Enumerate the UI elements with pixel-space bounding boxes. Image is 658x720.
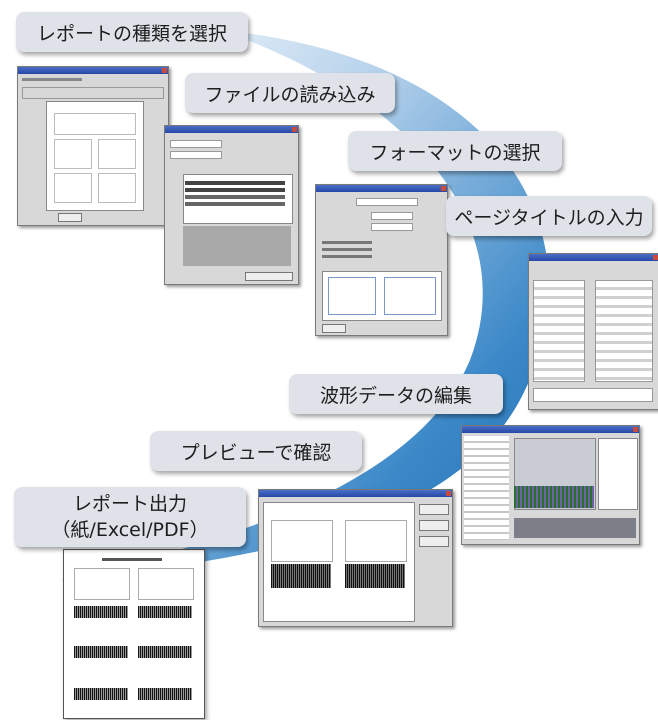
report-type-screenshot xyxy=(17,66,169,226)
waveform-edit-screenshot xyxy=(461,425,640,545)
step-select-report-type: レポートの種類を選択 xyxy=(16,12,248,52)
step-report-output-label: レポート出力 xyxy=(72,493,187,515)
step-report-output: レポート出力 （紙/Excel/PDF） xyxy=(14,487,246,547)
preview-screenshot xyxy=(258,489,453,627)
step-input-page-title: ページタイトルの入力 xyxy=(446,196,652,236)
format-select-screenshot xyxy=(315,184,448,336)
step-report-output-formats: （紙/Excel/PDF） xyxy=(51,519,209,541)
page-title-screenshot xyxy=(528,253,658,410)
file-load-screenshot xyxy=(164,125,299,285)
step-preview: プレビューで確認 xyxy=(150,431,362,471)
step-select-format: フォーマットの選択 xyxy=(348,131,562,171)
step-load-file: ファイルの読み込み xyxy=(185,73,395,113)
step-edit-waveform: 波形データの編集 xyxy=(289,374,503,414)
printed-report xyxy=(63,549,205,719)
